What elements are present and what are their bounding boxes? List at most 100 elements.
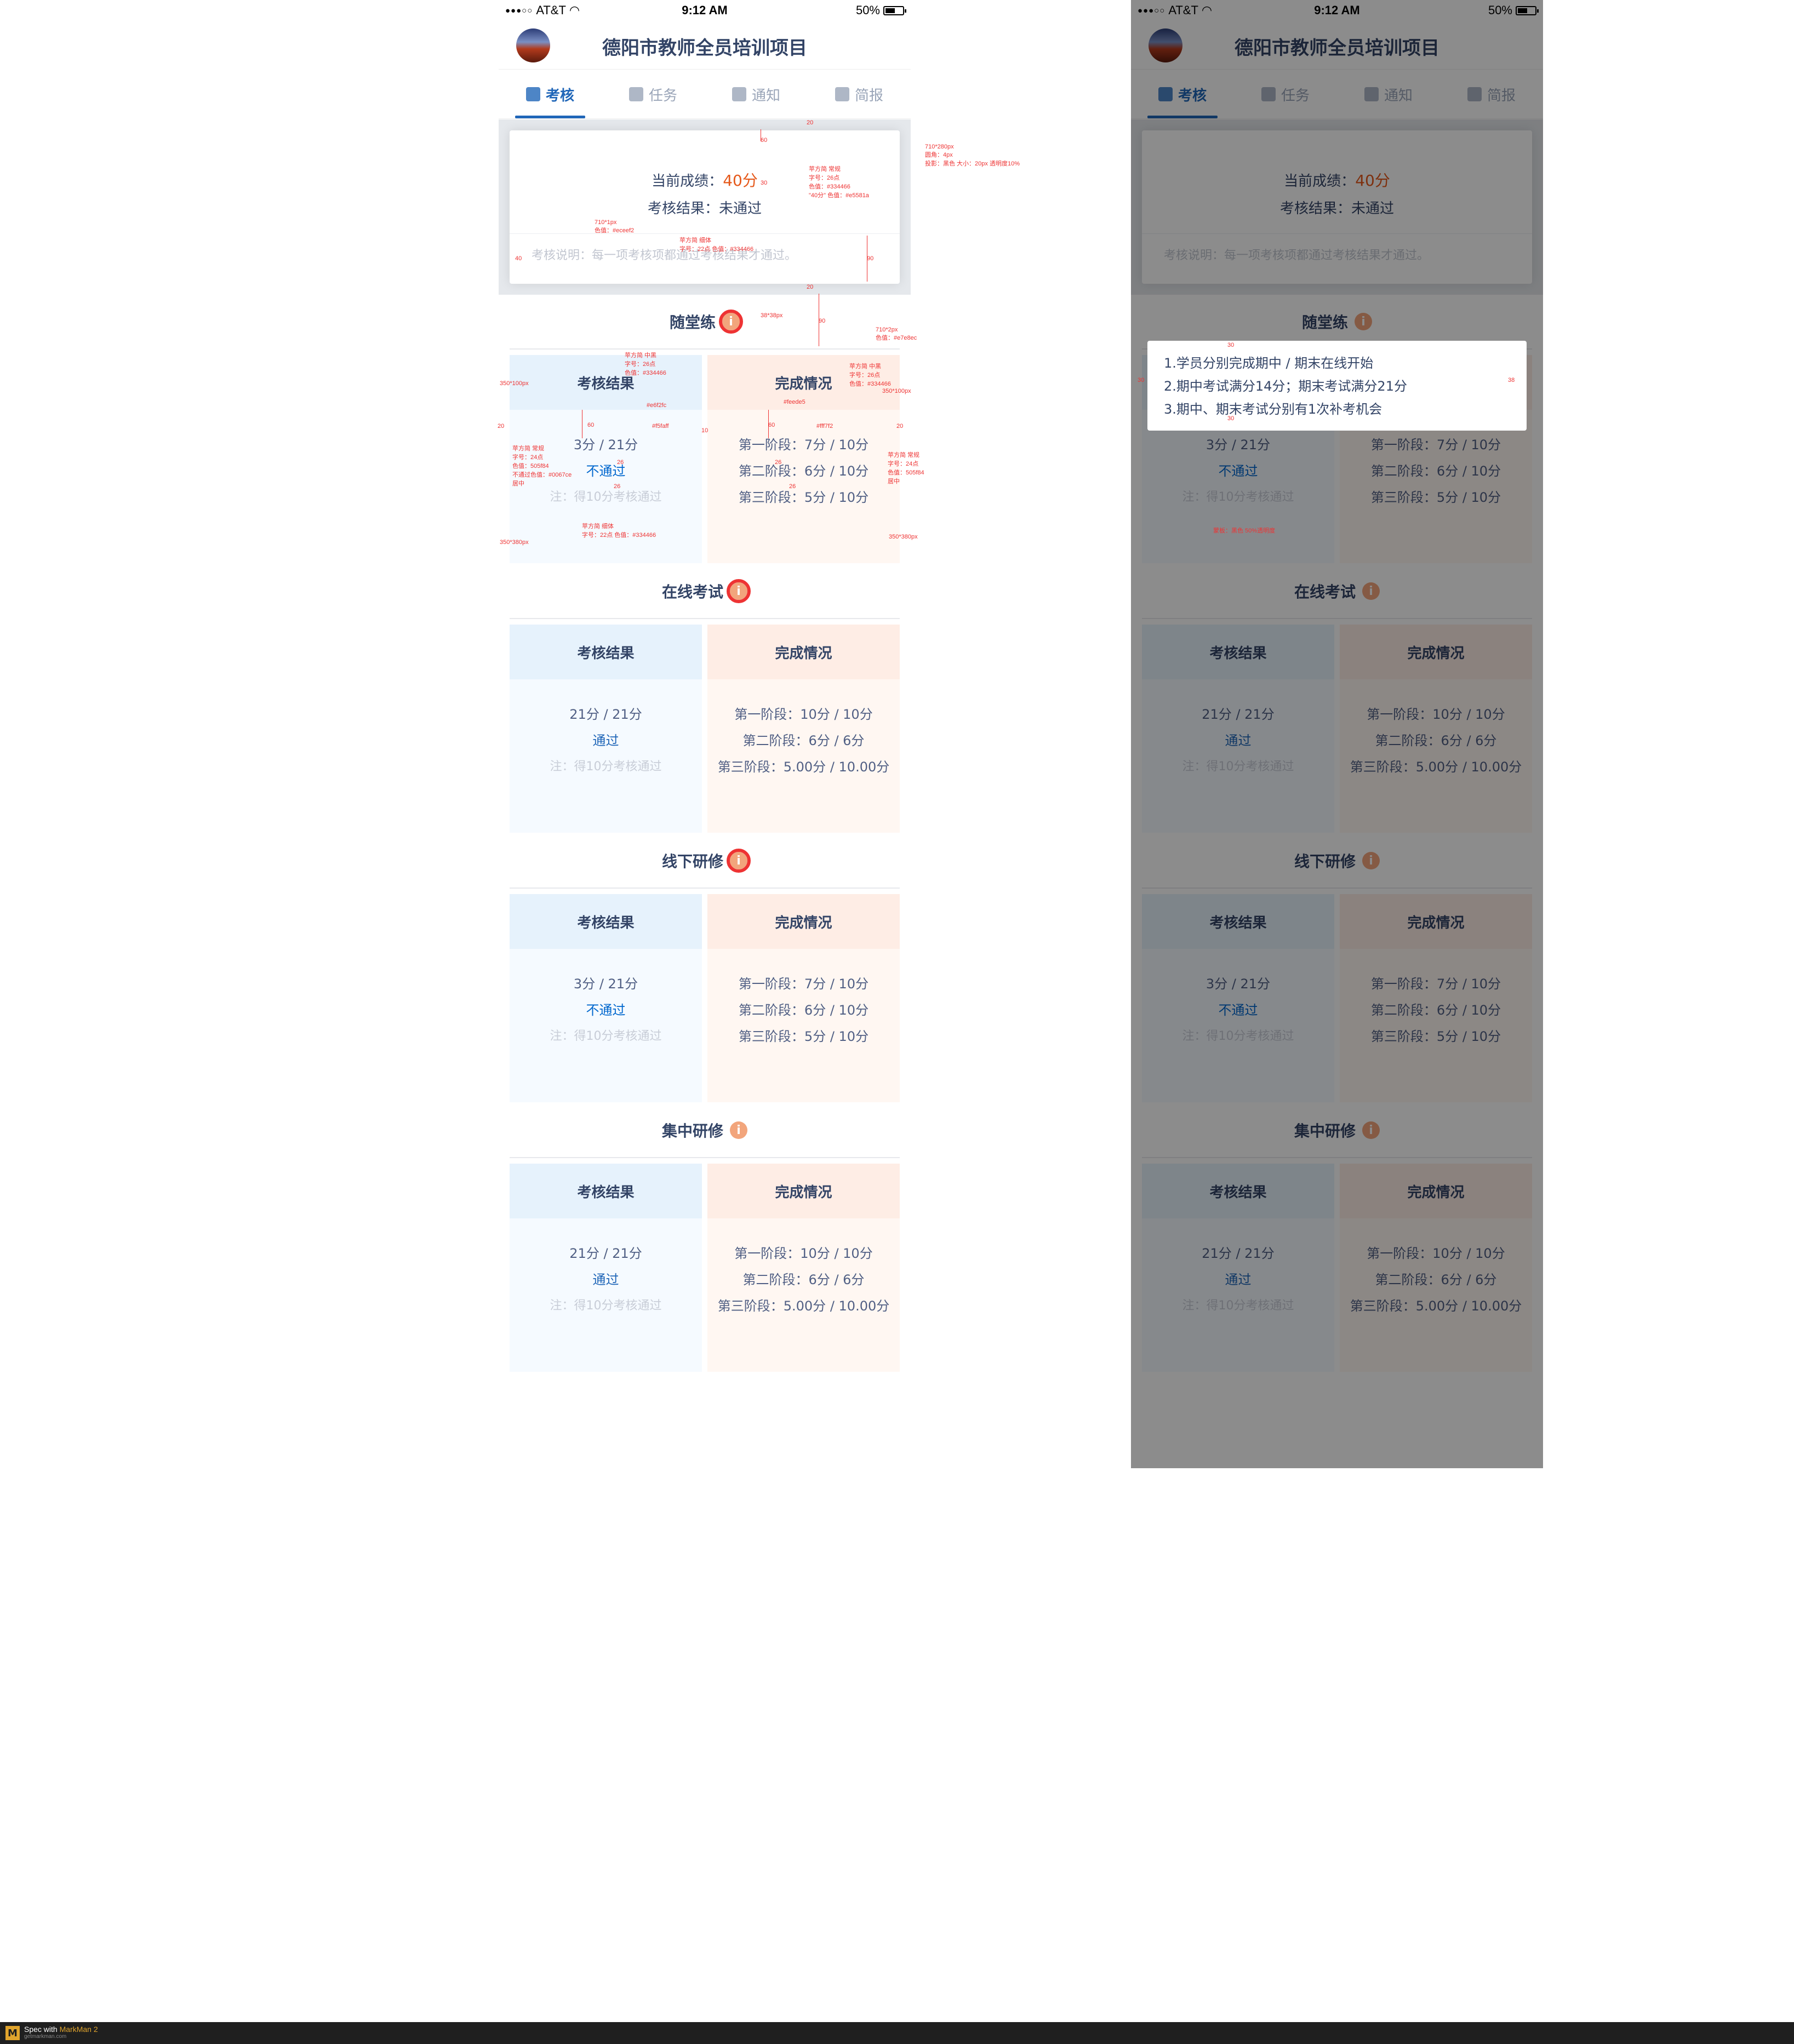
tab-assessment[interactable]: 考核 (1131, 70, 1234, 118)
progress-card: 完成情况 第一阶段：10分 / 10分 第二阶段：6分 / 6分 第三阶段：5.… (707, 625, 900, 833)
tab-notices[interactable]: 通知 (1337, 70, 1440, 118)
assessment-note: 考核说明：每一项考核项都通过考核结果才通过。 (1164, 249, 1430, 262)
progress-card: 完成情况 第一阶段：10分 / 10分 第二阶段：6分 / 6分 第三阶段：5.… (1340, 625, 1532, 833)
stage-row: 第三阶段：5.00分 / 10.00分 (717, 1298, 890, 1314)
signal-icon: ●●●○○ (1138, 5, 1165, 15)
score-card: 当前成绩：40分 考核结果：未通过 考核说明：每一项考核项都通过考核结果才通过。 (510, 130, 900, 284)
spec-dimension: 350*380px (500, 539, 529, 546)
current-score: 当前成绩：40分 (1142, 169, 1532, 191)
tab-label: 简报 (854, 87, 883, 104)
result-card: 考核结果 21分 / 21分 通过 注：得10分考核通过 (1142, 1164, 1334, 1372)
spec-gap: 60 (587, 422, 595, 428)
wifi-icon: ◠ (1201, 3, 1213, 17)
annotation-text: "40分" 色值：#e5581a (809, 192, 869, 199)
carrier: AT&T (536, 3, 566, 17)
info-icon[interactable]: i (727, 849, 751, 873)
battery-icon (883, 5, 906, 15)
result-card: 考核结果 3分 / 21分 不通过 注：得10分考核通过 (510, 355, 702, 563)
spec-gap: 60 (768, 422, 775, 428)
progress-header: 完成情况 (1340, 1164, 1532, 1218)
info-icon[interactable]: i (730, 1121, 747, 1139)
annotation-text: 字号：24点 (888, 461, 919, 467)
stage-row: 第三阶段：5分 / 10分 (1370, 1029, 1501, 1044)
result-score: 3分 / 21分 (1205, 976, 1271, 992)
stage-row: 第三阶段：5.00分 / 10.00分 (717, 759, 890, 775)
section-title-text: 线下研修 (1294, 852, 1356, 871)
result-value: 未通过 (1351, 201, 1395, 217)
result-status: 通过 (592, 733, 619, 748)
result-card: 考核结果 21分 / 21分 通过 注：得10分考核通过 (510, 625, 702, 833)
stage-row: 第一阶段：10分 / 10分 (1367, 707, 1505, 722)
spec-dimension: 350*100px (500, 380, 529, 387)
spec-color: #fff7f2 (816, 423, 833, 430)
score-label: 当前成绩： (1284, 173, 1356, 190)
spec-gap: 26 (617, 459, 624, 466)
progress-body: 第一阶段：10分 / 10分 第二阶段：6分 / 6分 第三阶段：5.00分 /… (1340, 679, 1532, 833)
info-icon[interactable]: i (1362, 1121, 1380, 1139)
score-area: 当前成绩：40分 考核结果：未通过 考核说明：每一项考核项都通过考核结果才通过。 (1131, 119, 1543, 295)
result-status: 不通过 (586, 1003, 626, 1018)
info-icon[interactable]: i (727, 579, 751, 603)
tab-label: 任务 (1281, 87, 1310, 104)
spec-gap: 30 (1138, 377, 1145, 383)
spec-gap: 26 (614, 483, 621, 490)
stage-row: 第一阶段：7分 / 10分 (738, 437, 869, 453)
stage-row: 第一阶段：7分 / 10分 (1370, 976, 1501, 992)
tab-tasks[interactable]: 任务 (1234, 70, 1337, 118)
progress-body: 第一阶段：7分 / 10分 第二阶段：6分 / 10分 第三阶段：5分 / 10… (1340, 949, 1532, 1102)
progress-header: 完成情况 (707, 1164, 900, 1218)
assessment-result: 考核结果：未通过 (510, 197, 900, 217)
stage-row: 第一阶段：10分 / 10分 (1367, 1246, 1505, 1261)
result-note: 注：得10分考核通过 (1182, 1299, 1294, 1313)
tab-label: 考核 (1178, 87, 1207, 104)
info-icon[interactable]: i (719, 310, 743, 334)
annotation-text: 苹方简 中黑 (849, 363, 882, 370)
spec-gap: 38 (1508, 377, 1515, 383)
info-icon[interactable]: i (1362, 852, 1380, 869)
popup-line: 1.学员分别完成期中 / 期末在线开始 (1164, 356, 1374, 371)
annotation-text: 710*280px (925, 144, 954, 150)
footer-url[interactable]: getmarkman.com (24, 2034, 67, 2040)
info-icon[interactable]: i (1355, 313, 1372, 330)
stage-row: 第三阶段：5.00分 / 10.00分 (1350, 759, 1522, 775)
tab-tasks[interactable]: 任务 (602, 70, 705, 118)
section-cards: 考核结果 3分 / 21分 不通过 注：得10分考核通过 完成情况 第一阶段：7… (1142, 894, 1532, 1102)
tab-assessment[interactable]: 考核 (499, 70, 602, 118)
progress-card: 完成情况 第一阶段：7分 / 10分 第二阶段：6分 / 10分 第三阶段：5分… (1340, 894, 1532, 1102)
modal-overlay[interactable] (1131, 0, 1543, 1468)
result-header: 考核结果 (1142, 1164, 1334, 1218)
tab-briefs[interactable]: 简报 (808, 70, 911, 118)
result-score: 3分 / 21分 (573, 437, 638, 453)
result-status: 不通过 (1218, 1003, 1258, 1018)
info-icon[interactable]: i (1362, 582, 1380, 600)
result-card: 考核结果 21分 / 21分 通过 注：得10分考核通过 (510, 1164, 702, 1372)
bookmark-icon (1467, 87, 1482, 101)
avatar[interactable] (516, 28, 550, 62)
result-score: 21分 / 21分 (569, 707, 642, 722)
section-cards: 考核结果 21分 / 21分 通过 注：得10分考核通过 完成情况 第一阶段：1… (510, 1164, 900, 1372)
result-note: 注：得10分考核通过 (1182, 490, 1294, 504)
message-icon (1364, 87, 1379, 101)
edit-icon (1158, 87, 1173, 101)
spec-gap: 90 (819, 318, 826, 324)
avatar[interactable] (1149, 28, 1182, 62)
annotation-text: 710*1px (595, 219, 617, 226)
annotation-text: 字号：22点 色值：#334466 (582, 532, 656, 539)
tab-briefs[interactable]: 简报 (1440, 70, 1543, 118)
result-status: 通过 (1225, 1272, 1252, 1287)
tab-notices[interactable]: 通知 (705, 70, 808, 118)
spec-gap: 26 (789, 483, 796, 490)
result-body: 3分 / 21分 不通过 注：得10分考核通过 (1142, 949, 1334, 1102)
stage-row: 第一阶段：7分 / 10分 (1370, 437, 1501, 453)
spec-gap: 60 (761, 137, 768, 144)
section-cards: 考核结果 21分 / 21分 通过 注：得10分考核通过 完成情况 第一阶段：1… (1142, 1164, 1532, 1372)
result-body: 3分 / 21分 不通过 注：得10分考核通过 (510, 410, 702, 563)
battery-percent: 50% (1488, 3, 1512, 17)
annotation-text: 字号：26点 (809, 175, 840, 181)
annotation-text: 色值：#e7e8ec (876, 335, 917, 341)
